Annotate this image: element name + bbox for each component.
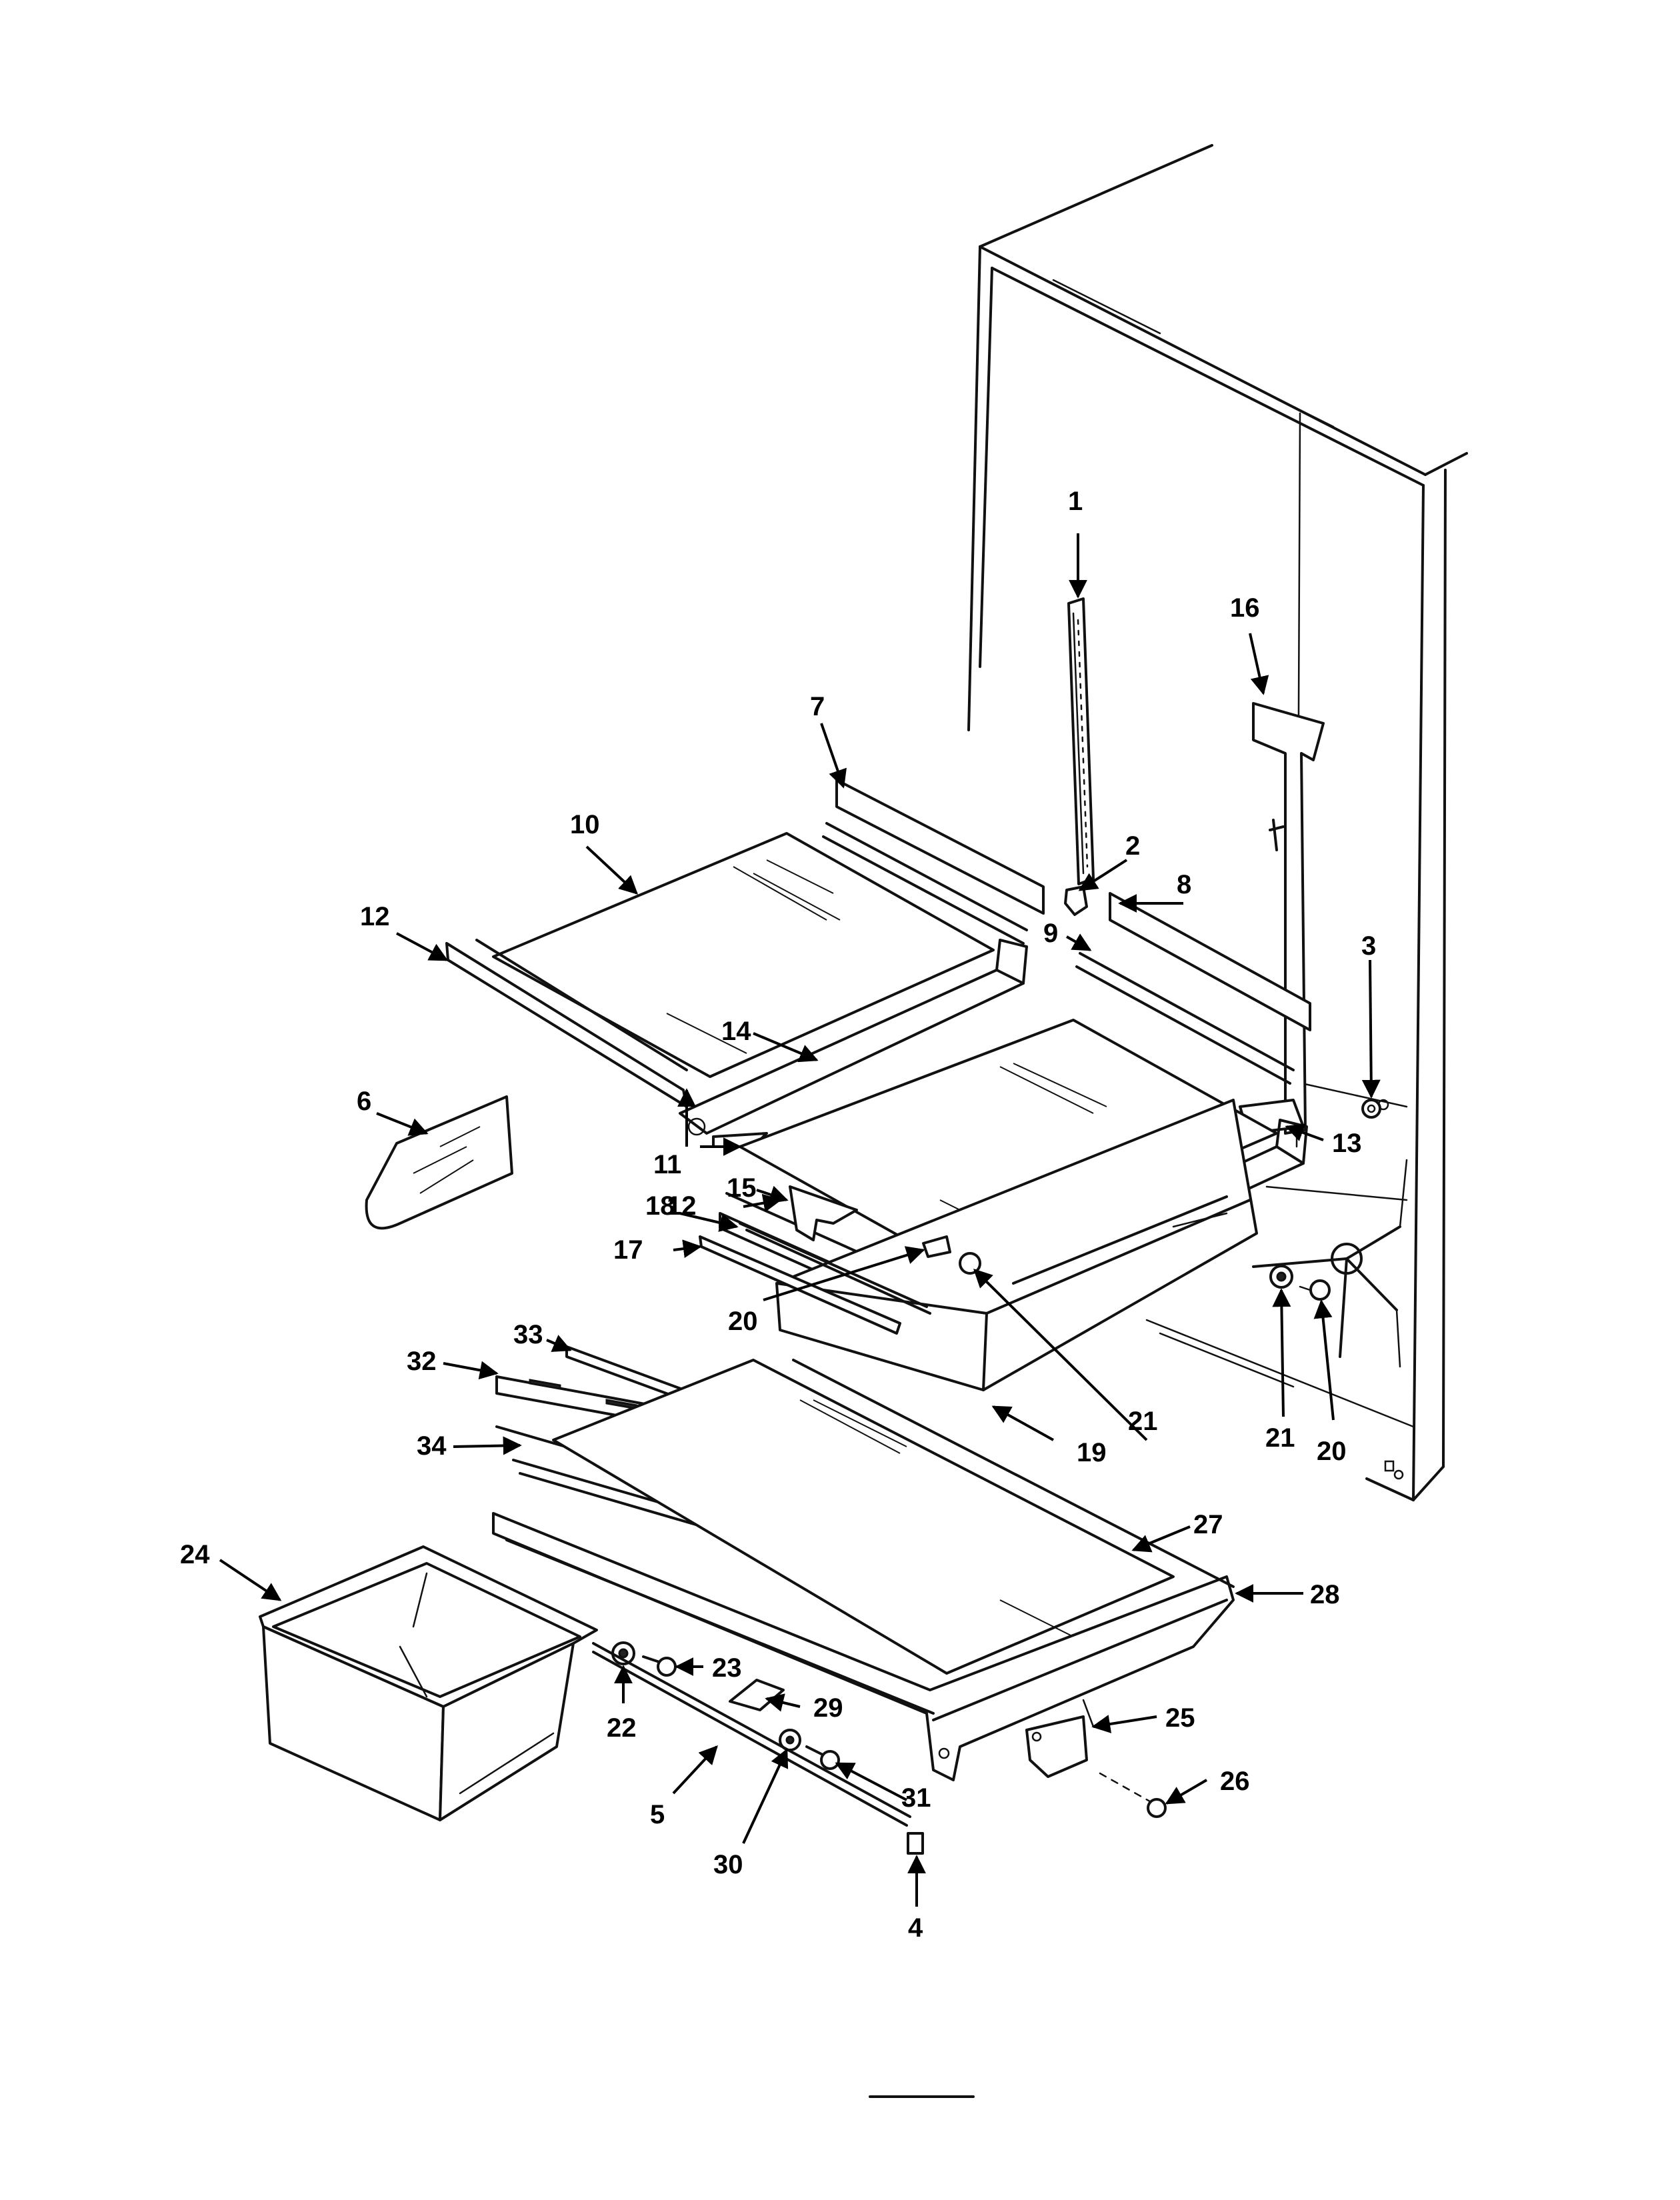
part-16-support-bracket [1239, 702, 1325, 1135]
callout-29: 29 [813, 1693, 843, 1723]
callout-30: 30 [713, 1850, 743, 1879]
callout-24: 24 [180, 1540, 210, 1569]
part-8-shelf-trim [1075, 892, 1311, 1085]
part-28-cover-frame [492, 1359, 1235, 1781]
part-2-clip [1064, 885, 1088, 916]
part-19-meat-pan [775, 1099, 1258, 1391]
callout-34: 34 [417, 1431, 447, 1461]
callout-8: 8 [1177, 870, 1191, 899]
callout-12-upper: 12 [360, 902, 390, 931]
callout-31: 31 [901, 1783, 931, 1813]
part-14-shelf-frame [679, 939, 1028, 1136]
part-29-clip [729, 1679, 785, 1711]
part-20-screw-right [1299, 1279, 1331, 1301]
part-24-crisper-drawer [259, 1545, 598, 1821]
part-4-clip [907, 1832, 924, 1855]
fan-cover [1252, 1159, 1408, 1368]
part-21-nut-right [1269, 1265, 1293, 1289]
callout-27: 27 [1193, 1510, 1223, 1539]
part-3-screw [1361, 1099, 1381, 1119]
callout-20-left: 20 [728, 1307, 758, 1336]
part-10-glass-shelf [492, 832, 995, 1078]
part-1-shelf-support [1067, 597, 1095, 885]
callout-21-right: 21 [1265, 1423, 1295, 1453]
callout-32: 32 [407, 1347, 437, 1376]
part-31-screw [805, 1745, 840, 1770]
callout-22: 22 [607, 1713, 637, 1743]
part-5-rod [592, 1642, 911, 1827]
callout-28: 28 [1310, 1580, 1340, 1609]
callout-16: 16 [1230, 593, 1260, 623]
callout-7: 7 [810, 692, 825, 721]
part-15-support [789, 1185, 858, 1241]
liner-hole-marks [1377, 1099, 1404, 1480]
part-20-screw-left [922, 1235, 951, 1258]
callout-2: 2 [1125, 831, 1140, 861]
callout-20-right: 20 [1317, 1437, 1347, 1466]
callout-13: 13 [1332, 1129, 1362, 1158]
callout-25: 25 [1165, 1703, 1195, 1733]
callout-9: 9 [1043, 919, 1058, 948]
part-25-bracket [1025, 1699, 1095, 1778]
part-18-trim [739, 1222, 931, 1315]
callout-23: 23 [712, 1653, 742, 1683]
part-6-retainer [365, 1095, 513, 1230]
callout-6: 6 [357, 1087, 371, 1116]
callout-3: 3 [1361, 931, 1376, 961]
part-7-shelf-trim [822, 779, 1045, 945]
callout-14: 14 [721, 1017, 751, 1046]
callout-11: 11 [653, 1150, 681, 1179]
callout-26: 26 [1220, 1767, 1250, 1796]
part-21-nut-left [959, 1252, 981, 1275]
callout-15: 15 [727, 1173, 757, 1203]
cabinet-liner [967, 144, 1468, 1501]
leader-lines [219, 533, 1381, 1907]
callout-17: 17 [613, 1235, 643, 1265]
callout-19: 19 [1077, 1438, 1107, 1467]
part-22-nut [611, 1641, 635, 1665]
callout-33: 33 [513, 1320, 543, 1349]
callout-18: 18 [645, 1191, 675, 1221]
callout-4: 4 [908, 1913, 923, 1943]
part-26-screw [1099, 1772, 1167, 1818]
callout-12-lower: 12 [667, 1191, 697, 1221]
part-27-crisper-cover-glass [552, 1359, 1175, 1675]
callout-labels: 1 2 3 4 5 6 7 8 9 10 11 12 12 13 14 15 1… [180, 487, 1376, 1943]
callout-5: 5 [650, 1800, 665, 1829]
callout-21-left: 21 [1128, 1407, 1158, 1436]
callout-10: 10 [570, 810, 600, 839]
callout-1: 1 [1068, 487, 1083, 516]
